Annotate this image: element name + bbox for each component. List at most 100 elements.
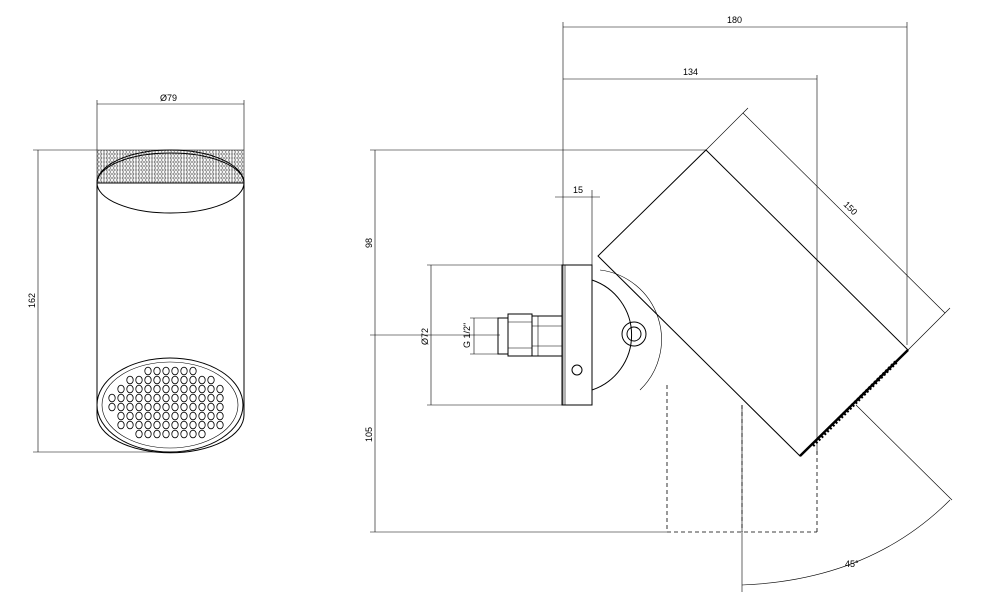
spray-nozzle bbox=[171, 429, 179, 439]
spray-nozzle bbox=[117, 420, 125, 430]
spray-nozzle bbox=[171, 375, 179, 385]
angle-ext-axis bbox=[855, 404, 953, 501]
spray-nozzles bbox=[108, 366, 224, 439]
spray-nozzle bbox=[153, 402, 161, 412]
spray-nozzle bbox=[135, 420, 143, 430]
spray-nozzle bbox=[171, 411, 179, 421]
spray-nozzle bbox=[189, 420, 197, 430]
spray-nozzle bbox=[198, 375, 206, 385]
spray-face-inner bbox=[101, 361, 239, 449]
dim-150-label: 150 bbox=[842, 199, 860, 217]
spray-nozzle bbox=[153, 366, 161, 376]
spray-nozzle bbox=[189, 375, 197, 385]
spray-nozzle bbox=[117, 393, 125, 403]
spray-nozzle bbox=[117, 411, 125, 421]
spray-nozzle bbox=[153, 375, 161, 385]
front-view: Ø79 162 bbox=[27, 93, 245, 454]
side-view: 180 134 15 150 98 105 Ø72 G 1/2" bbox=[364, 15, 953, 592]
spray-nozzle bbox=[198, 402, 206, 412]
thread-label: G 1/2" bbox=[462, 323, 472, 348]
dim-98-label: 98 bbox=[364, 238, 374, 248]
spray-nozzle bbox=[153, 411, 161, 421]
spray-nozzle bbox=[171, 366, 179, 376]
spray-nozzle bbox=[180, 393, 188, 403]
spray-nozzle bbox=[207, 375, 215, 385]
wall-flange bbox=[561, 264, 593, 406]
spray-nozzle bbox=[144, 393, 152, 403]
spray-nozzle bbox=[180, 429, 188, 439]
spray-nozzle bbox=[171, 402, 179, 412]
spray-nozzle bbox=[180, 375, 188, 385]
spray-nozzle bbox=[198, 420, 206, 430]
spray-nozzle bbox=[216, 384, 224, 394]
dim-150-ext-top bbox=[705, 107, 749, 151]
spray-nozzle bbox=[135, 375, 143, 385]
dim-162-label: 162 bbox=[27, 293, 37, 308]
spray-nozzle bbox=[126, 402, 134, 412]
spray-nozzle bbox=[180, 411, 188, 421]
spray-nozzle bbox=[180, 366, 188, 376]
spray-nozzle bbox=[162, 393, 170, 403]
spray-nozzle bbox=[207, 402, 215, 412]
spray-nozzle bbox=[117, 384, 125, 394]
spray-nozzle bbox=[153, 420, 161, 430]
spray-nozzle bbox=[144, 402, 152, 412]
spray-nozzle bbox=[198, 429, 206, 439]
angle-arc bbox=[741, 499, 951, 586]
spray-nozzle bbox=[171, 420, 179, 430]
spray-nozzle bbox=[207, 411, 215, 421]
spray-nozzle bbox=[126, 375, 134, 385]
spray-nozzle bbox=[216, 402, 224, 412]
spray-nozzle bbox=[162, 402, 170, 412]
cylinder-top-cap bbox=[97, 150, 244, 183]
dim-150-line bbox=[742, 112, 946, 314]
spray-nozzle bbox=[189, 402, 197, 412]
spray-nozzle bbox=[180, 420, 188, 430]
spray-nozzle bbox=[162, 366, 170, 376]
spray-nozzle bbox=[198, 393, 206, 403]
spray-nozzle bbox=[198, 411, 206, 421]
spray-nozzle bbox=[207, 420, 215, 430]
spray-nozzle bbox=[171, 384, 179, 394]
spray-nozzle bbox=[144, 411, 152, 421]
spray-nozzle bbox=[189, 384, 197, 394]
spray-nozzle bbox=[144, 384, 152, 394]
pivot-outer bbox=[621, 321, 647, 347]
spray-nozzle bbox=[144, 375, 152, 385]
spray-nozzle bbox=[135, 429, 143, 439]
spray-nozzle bbox=[153, 384, 161, 394]
angle-label: 45° bbox=[845, 559, 859, 569]
spray-nozzle bbox=[108, 393, 116, 403]
spray-nozzle bbox=[198, 384, 206, 394]
pivot-inner bbox=[626, 326, 642, 342]
spray-nozzle bbox=[216, 411, 224, 421]
dim-105-label: 105 bbox=[364, 427, 374, 442]
spray-nozzle bbox=[144, 366, 152, 376]
dim-150-ext-bottom bbox=[907, 307, 951, 351]
spray-nozzle bbox=[162, 411, 170, 421]
spray-nozzle bbox=[117, 402, 125, 412]
cylinder-body bbox=[96, 182, 245, 454]
spray-nozzle bbox=[162, 420, 170, 430]
spray-nozzle bbox=[189, 366, 197, 376]
spray-nozzle bbox=[162, 429, 170, 439]
spray-nozzle bbox=[135, 393, 143, 403]
spray-nozzle bbox=[126, 420, 134, 430]
dim-72-label: Ø72 bbox=[420, 328, 430, 345]
spray-nozzle bbox=[144, 420, 152, 430]
spray-nozzle bbox=[135, 402, 143, 412]
spray-nozzle bbox=[153, 429, 161, 439]
spray-nozzle bbox=[216, 420, 224, 430]
spray-nozzle bbox=[162, 384, 170, 394]
spray-nozzle bbox=[108, 402, 116, 412]
spray-nozzle bbox=[135, 411, 143, 421]
ball-joint-arc bbox=[599, 269, 662, 391]
spray-nozzle bbox=[162, 375, 170, 385]
spray-nozzle bbox=[189, 411, 197, 421]
dim-15-label: 15 bbox=[573, 185, 583, 195]
spray-nozzle bbox=[144, 429, 152, 439]
spray-nozzle bbox=[135, 384, 143, 394]
spray-nozzle bbox=[207, 384, 215, 394]
spray-nozzle bbox=[126, 393, 134, 403]
